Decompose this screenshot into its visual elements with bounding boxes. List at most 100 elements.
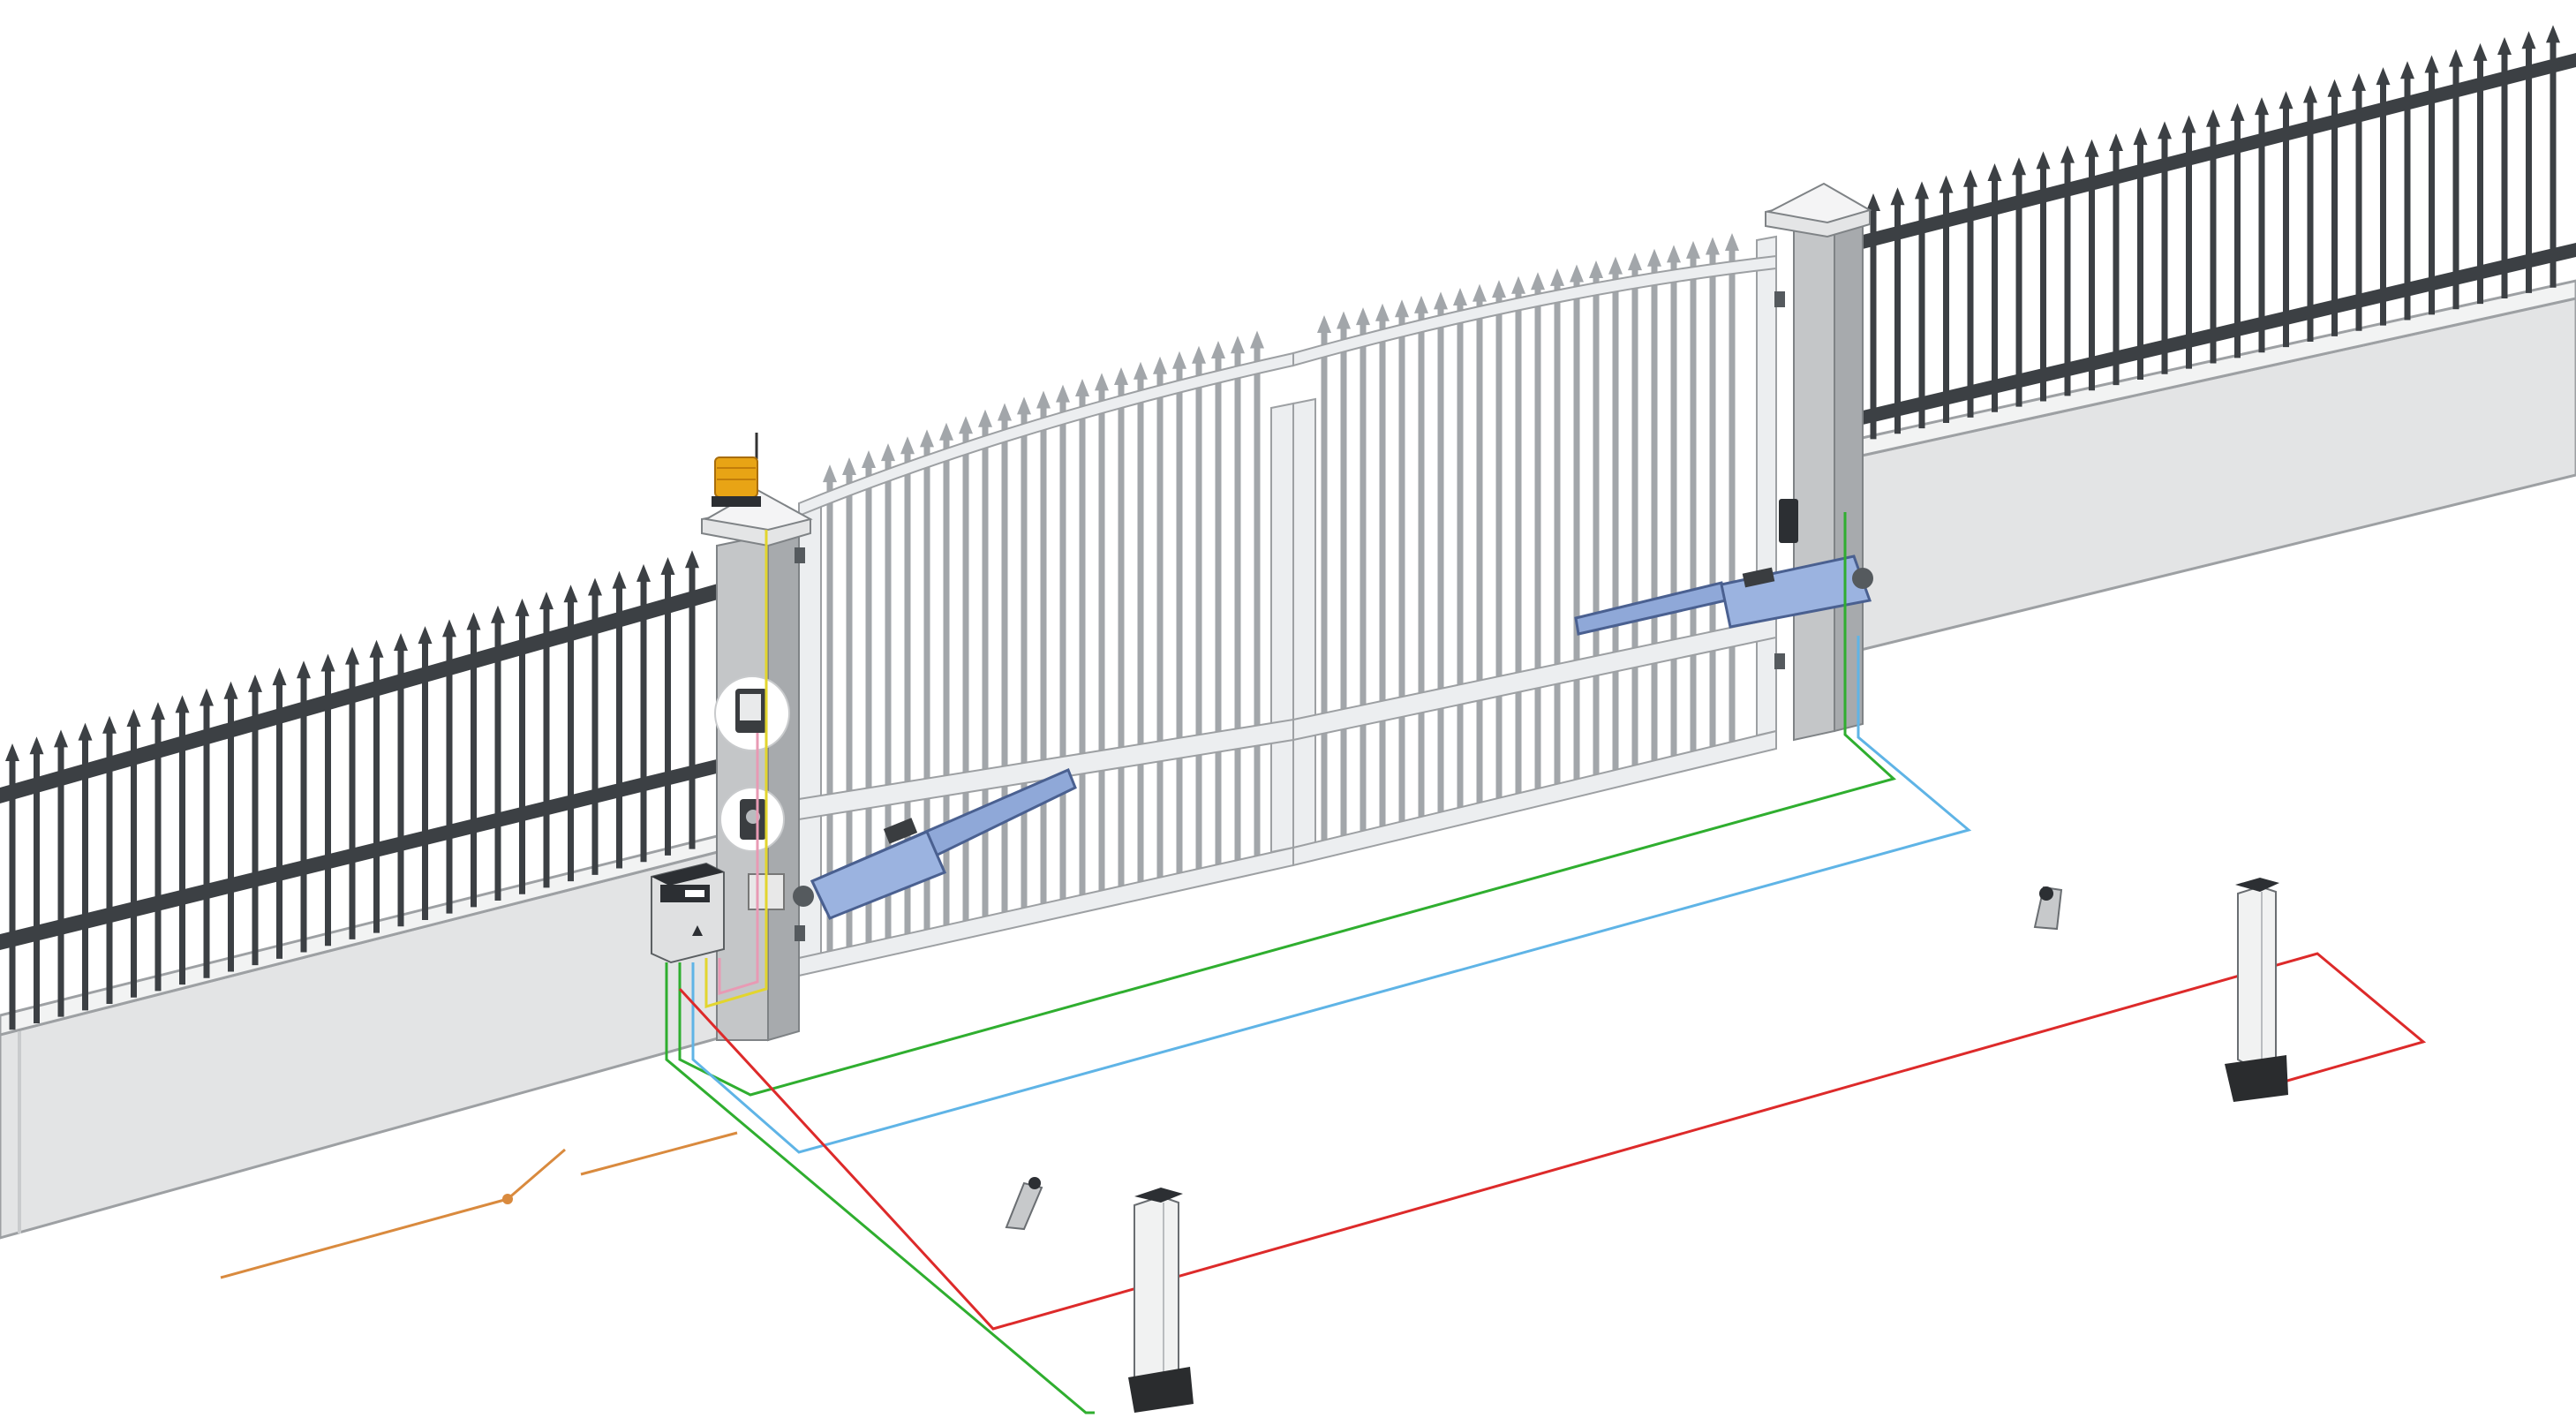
gate-bar-tip [1231,336,1245,354]
gate-bar-tip [1570,264,1584,283]
fence-bar-tip [2230,102,2245,121]
gate-bar-tip [1453,287,1467,305]
fence-bar-tip [29,736,44,755]
ground-stop-back [2033,886,2063,931]
gate-bar-tip [1375,303,1390,321]
right-gate-bars [1317,233,1739,841]
ground-stop-front [1005,1177,1043,1231]
fence-bar-tip [175,695,190,713]
fence-bar-tip [2376,67,2391,86]
fence-bar-tip [5,743,19,762]
fence-bar-tip [660,557,675,576]
fence-bar-tip [539,592,554,610]
cable-green [665,962,1095,1414]
mains-switch [502,1148,566,1204]
gate-bar-tip [920,429,934,448]
cable-green-upper [678,512,1897,1097]
fence-bar-tip [320,653,335,672]
gate-bar-tip [1434,291,1448,310]
gate-bar-tip [1172,351,1186,369]
fence-bar-tip [1987,162,2002,181]
cable-blue [691,636,1972,1154]
fence-bar-tip [466,612,481,630]
gate-bar-tip [1473,283,1487,302]
gate-bar-tip [1667,245,1681,263]
gate-bar-tip [1395,299,1409,318]
fence-bar-tip [297,660,311,679]
control-unit [651,862,725,964]
fence-bar-tip [2181,115,2196,133]
gate-bar-tip [1492,280,1506,298]
fence-bar-tip [2473,42,2488,61]
cable-yellow [704,530,768,1009]
gate-bar-tip [881,443,895,462]
cable-orange-in [220,1197,508,1279]
gate-bar-tip [1250,330,1264,349]
keypad [714,675,790,751]
fence-bar-tip [685,550,699,569]
fence-bar-tip [418,626,433,645]
fence-bar-tip [1939,175,1954,193]
right-fence [1863,25,2576,440]
gate-bar-tip [1192,345,1206,364]
left-fence [0,550,724,1030]
gate-bar-tip [1356,307,1370,326]
receiver-box [1779,499,1798,543]
fence-bar-tip [394,632,408,651]
fence-bar-tip [1866,193,1880,212]
gate-bar-tip [842,457,856,476]
fence-bar-tip [2352,72,2366,91]
fence-bar-tip [102,715,117,734]
fence-bar-tip [345,646,359,665]
fence-bar-tip [248,674,262,692]
fence-bar-tip [151,702,165,720]
gate-bar-tip [1647,248,1661,267]
fence-bar-tip [1890,187,1905,206]
gate-bar-tip [1589,260,1603,279]
gate-bar-tip [1628,253,1642,271]
right-gate-leaf [1292,233,1777,867]
gate-bar-tip [1017,396,1031,415]
gate-bar-tip [862,450,876,469]
fence-bar-tip [54,729,68,748]
fence-bar-tip [563,585,578,603]
right-fence-bars [1866,25,2560,440]
fence-bar-tip [2521,31,2536,49]
fence-bar-tip [126,708,141,727]
fence-bar-tip [2060,145,2075,163]
gate-bar-tip [1706,237,1720,255]
photocell-column-back [2225,878,2288,1102]
fence-bar-tip [1963,169,1977,187]
gate-bar-tip [998,403,1012,421]
left-fence-bars [5,550,699,1030]
gate-bar-tip [959,416,973,434]
fence-bar-tip [2327,79,2342,97]
gate-bar-tip [1095,373,1109,391]
gate-bar-tip [1608,256,1623,275]
gate-bar-tip [1075,378,1089,396]
fence-bar-tip [515,598,530,616]
cable-pink [718,733,759,996]
fence-bar-tip [491,605,505,623]
fence-bar-tip [2036,151,2051,170]
fence-bar-tip [2424,55,2439,73]
fence-bar-tip [2133,127,2148,146]
cables [220,512,2427,1414]
gate-bar-tip [900,436,915,455]
fence-bar-tip [1915,181,1929,200]
fence-bar-tip [2255,97,2269,116]
gate-bar-tip [1036,390,1051,409]
gate-bar-tip [1414,295,1428,313]
fence-bar-tip [2012,157,2026,176]
fence-bar-tip [2546,25,2560,43]
gate-bar-tip [939,422,953,441]
fence-bar-tip [223,681,238,699]
key-selector [719,787,785,852]
fence-bar-tip [2206,109,2220,127]
gate-bar-tip [1211,340,1225,358]
fence-bar-tip [588,577,602,596]
gate-bar-tip [1550,268,1564,286]
fence-bar-tip [200,688,214,706]
fence-bar-tip [2278,91,2294,109]
